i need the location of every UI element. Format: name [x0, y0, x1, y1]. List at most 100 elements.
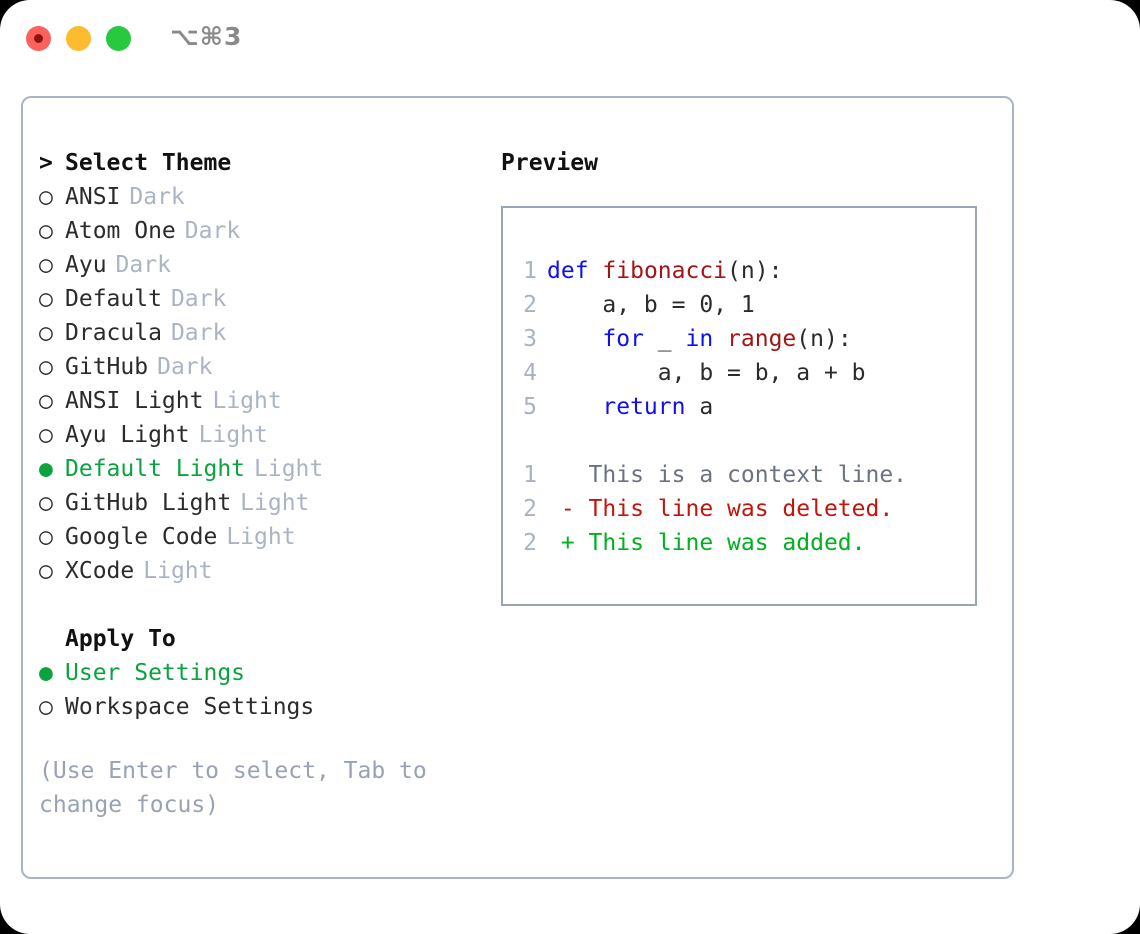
apply-to-item-label: Workspace Settings	[65, 694, 315, 720]
theme-item-variant-badge: Dark	[170, 320, 227, 346]
diff-line: 1 This is a context line.	[503, 458, 975, 492]
code-token: + This line was added.	[547, 530, 866, 556]
theme-item-label: Dracula	[65, 320, 162, 346]
code-line: 5 return a	[503, 390, 975, 424]
theme-item-variant-badge: Light	[212, 388, 282, 414]
apply-to-list-item[interactable]: ● User Settings	[39, 656, 499, 690]
code-token: fibonacci	[602, 258, 728, 284]
diff-line: 2 + This line was added.	[503, 526, 975, 560]
radio-unselected-icon: ○	[39, 694, 53, 720]
select-theme-heading-label: Select Theme	[65, 150, 232, 176]
code-token: def	[547, 258, 589, 284]
line-number: 2	[523, 496, 537, 522]
line-content: a, b = b, a + b	[547, 356, 866, 390]
radio-unselected-icon: ○	[39, 558, 53, 584]
theme-item-label: GitHub	[65, 354, 149, 380]
theme-item-label: Atom One	[65, 218, 176, 244]
code-line: 3 for _ in range(n):	[503, 322, 975, 356]
theme-item-label: Default Light	[65, 456, 246, 482]
theme-item-label: XCode	[65, 558, 135, 584]
theme-item-label: ANSI	[65, 184, 121, 210]
theme-item-variant-badge: Light	[254, 456, 324, 482]
line-number: 2	[523, 292, 537, 318]
theme-item-variant-badge: Light	[226, 524, 296, 550]
code-line: 4 a, b = b, a + b	[503, 356, 975, 390]
code-token: return	[602, 394, 686, 420]
line-content: for _ in range(n):	[547, 322, 852, 356]
theme-item-label: ANSI Light	[65, 388, 204, 414]
theme-item-variant-badge: Dark	[115, 252, 171, 278]
keyboard-shortcut-label: ⌥⌘3	[170, 22, 243, 51]
minimize-button-icon[interactable]	[66, 26, 91, 51]
line-content: - This line was deleted.	[547, 492, 893, 526]
line-number: 1	[523, 462, 537, 488]
code-token: a	[685, 394, 714, 420]
theme-list-item[interactable]: ○ Ayu Dark	[39, 248, 499, 282]
apply-to-list: ● User Settings ○ Workspace Settings	[39, 656, 499, 724]
line-number: 3	[523, 326, 537, 352]
line-content: + This line was added.	[547, 526, 866, 560]
theme-list-item[interactable]: ○ Atom One Dark	[39, 214, 499, 248]
code-diff-gap	[503, 424, 975, 458]
line-number: 2	[523, 530, 537, 556]
theme-item-variant-badge: Dark	[157, 354, 213, 380]
code-token: (n):	[796, 326, 852, 352]
theme-item-label: Ayu Light	[65, 422, 190, 448]
diff-sample: 1 This is a context line. 2 - This line w…	[503, 458, 975, 560]
caret-icon: >	[39, 150, 53, 176]
line-content: return a	[547, 390, 713, 424]
radio-selected-icon: ●	[39, 660, 53, 686]
code-token: (n):	[727, 258, 783, 284]
radio-unselected-icon: ○	[39, 286, 53, 312]
code-token: _	[643, 326, 686, 352]
line-number: 4	[523, 360, 537, 386]
line-content: def fibonacci(n):	[547, 254, 782, 288]
apply-to-heading: Apply To	[39, 622, 499, 656]
traffic-lights	[26, 26, 131, 51]
apply-to-heading-label: Apply To	[65, 626, 176, 652]
theme-item-label: Default	[65, 286, 162, 312]
apply-to-item-label: User Settings	[65, 660, 246, 686]
code-token: in	[685, 326, 714, 352]
code-token: for	[602, 326, 644, 352]
apply-to-list-item[interactable]: ○ Workspace Settings	[39, 690, 499, 724]
close-button-icon[interactable]	[26, 26, 51, 51]
list-spacer	[39, 588, 499, 622]
theme-item-variant-badge: Light	[198, 422, 268, 448]
code-token	[589, 258, 603, 284]
radio-unselected-icon: ○	[39, 218, 53, 244]
code-token: This is a context line.	[547, 462, 908, 488]
code-token: range	[727, 326, 797, 352]
keyboard-hint: (Use Enter to select, Tab to change focu…	[39, 758, 427, 818]
line-content: a, b = 0, 1	[547, 288, 754, 322]
radio-unselected-icon: ○	[39, 490, 53, 516]
line-content: This is a context line.	[547, 458, 908, 492]
title-bar: ⌥⌘3	[0, 0, 1140, 78]
radio-unselected-icon: ○	[39, 422, 53, 448]
theme-item-variant-badge: Dark	[184, 218, 241, 244]
code-token	[547, 394, 602, 420]
radio-unselected-icon: ○	[39, 252, 53, 278]
maximize-button-icon[interactable]	[106, 26, 131, 51]
preview-title: Preview	[501, 150, 598, 176]
code-line: 2 a, b = 0, 1	[503, 288, 975, 322]
theme-list-item[interactable]: ○ Ayu Light Light	[39, 418, 499, 452]
theme-item-label: Ayu	[65, 252, 107, 278]
code-token	[713, 326, 727, 352]
